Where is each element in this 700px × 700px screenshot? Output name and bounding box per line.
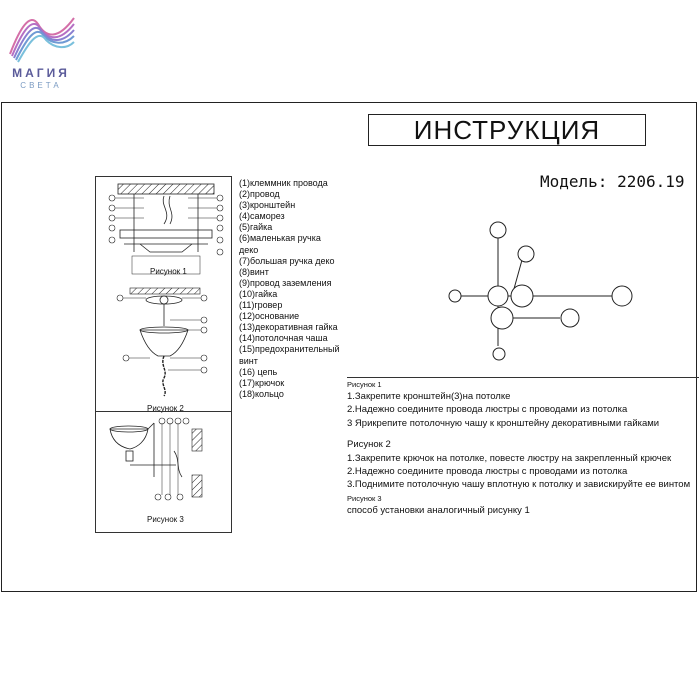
part-item: (9)провод заземления: [239, 277, 332, 288]
document-frame: [1, 102, 697, 592]
instruction-line: 3.Поднимите потолочную чашу вплотную к п…: [347, 479, 691, 491]
figure-1-label: Рисунок 1: [150, 267, 187, 276]
part-item: (10)гайка: [239, 288, 278, 299]
part-item: (7)большая ручка деко: [239, 255, 335, 266]
figure-2-label: Рисунок 2: [147, 404, 184, 413]
figures-panel: [95, 176, 232, 533]
part-item: (17)крючок: [239, 377, 285, 388]
instructions-fig2-heading: Рисунок 2: [347, 439, 391, 451]
figure-3-label: Рисунок 3: [147, 515, 184, 524]
instruction-line: 2.Надежно соедините провода люстры с про…: [347, 466, 628, 478]
part-item: (3)кронштейн: [239, 200, 296, 211]
part-item: (12)основание: [239, 311, 300, 322]
figure-2-drawing: [116, 287, 208, 397]
figure-2-divider: [96, 411, 231, 412]
part-item: (13)декоративная гайка: [239, 322, 338, 333]
instruction-line: 3 Ярикрепите потолочную чашу к кронштейн…: [347, 417, 660, 429]
part-item: (2)провод: [239, 189, 280, 200]
brand-logo-wave: [9, 17, 75, 63]
figure-1-drawing: [108, 183, 224, 275]
instruction-line: 2.Надежно соедините провода люстры с про…: [347, 404, 628, 416]
part-item: (4)саморез: [239, 211, 285, 222]
part-item: (8)винт: [239, 266, 269, 277]
page-title: ИНСТРУКЦИЯ: [368, 114, 646, 146]
model-number: Модель: 2206.19: [540, 172, 685, 191]
instruction-line: 1.Закрепите крючок на потолке, повесте л…: [347, 452, 672, 464]
figure-3-drawing: [109, 417, 203, 501]
part-item: (14)потолочная чаша: [239, 333, 328, 344]
part-item: (6)маленькая ручка деко: [239, 233, 321, 255]
instruction-line: 1.Закрепите кронштейн(3)на потолке: [347, 391, 511, 402]
part-item: (16) цепь: [239, 366, 278, 377]
instructions-block: Рисунок 1 1.Закрепите кронштейн(3)на пот…: [347, 377, 699, 517]
part-item: (1)клеммник провода: [239, 178, 328, 188]
part-item: (18)кольцо: [239, 388, 284, 399]
brand-name: МАГИЯ: [12, 66, 70, 80]
instruction-line: способ установки аналогичный рисунку 1: [347, 504, 530, 516]
part-item: (5)гайка: [239, 222, 273, 233]
instructions-fig1-heading: Рисунок 1: [347, 380, 382, 389]
instructions-fig3-heading: Рисунок 3: [347, 493, 382, 503]
brand-subtitle: СВЕТА: [20, 81, 62, 90]
parts-list: (1)клеммник провода (2)провод (3)кронште…: [239, 178, 340, 400]
chandelier-drawing: [448, 221, 633, 361]
part-item: (11)гровер: [239, 300, 283, 311]
part-item: (15)предохранительный винт: [239, 344, 340, 366]
